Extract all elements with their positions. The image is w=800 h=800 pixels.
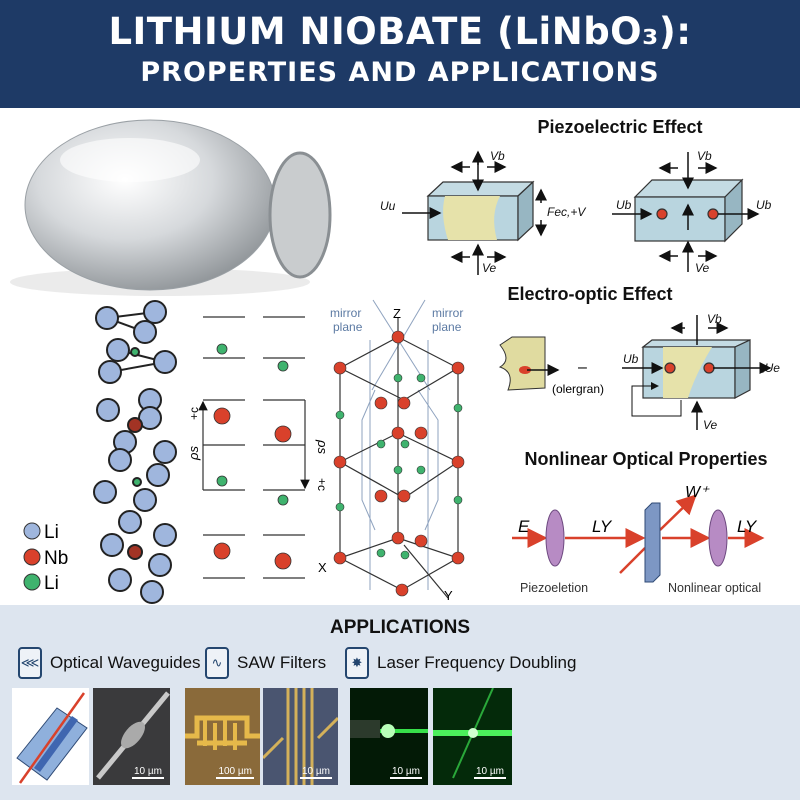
polarization-layer-diagram: +c ρs ρs +c	[186, 316, 330, 579]
piezo-title: Piezoelectric Effect	[537, 117, 702, 137]
nl-left-caption: Piezoeletion	[520, 581, 588, 595]
scale-bar: 100 µm	[216, 766, 254, 779]
piezo-ve-right: Ve	[695, 261, 710, 275]
piezo-vb-left: Vb	[490, 149, 505, 163]
waveguide-icon: ⋘	[18, 647, 42, 679]
ps-label-2: ρs	[315, 439, 330, 454]
scale-bar: 10 µm	[390, 766, 422, 779]
legend-li: Li	[44, 522, 59, 543]
nl-right-caption: Nonlinear optical	[668, 581, 761, 595]
axis-x-label: X	[318, 560, 327, 575]
title-line-2: PROPERTIES AND APPLICATIONS	[140, 57, 660, 88]
diagram-canvas: Li Nb Li +c ρs ρs +c	[10, 117, 780, 604]
saw-filter-image-2: 10 µm	[263, 688, 338, 785]
electro-vb: Vb	[707, 312, 722, 326]
piezo-force: Fec,+V	[547, 205, 586, 219]
axis-z-label: Z	[393, 306, 401, 321]
wave-icon: ∿	[205, 647, 229, 679]
laser-image-2: 10 µm	[433, 688, 512, 785]
app-laser-frequency-doubling: ✸ Laser Frequency Doubling	[345, 647, 576, 679]
atomic-chain	[93, 300, 177, 604]
plus-c-label-2: +c	[315, 478, 329, 491]
header-banner: LITHIUM NIOBATE (LiNbO₃): PROPERTIES AND…	[0, 0, 800, 108]
piezo-ub-right: Ub	[756, 198, 772, 212]
applications-panel: APPLICATIONS ⋘ Optical Waveguides ∿ SAW …	[0, 605, 800, 800]
piezo-vb-right: Vb	[697, 149, 712, 163]
piezo-uu: Uu	[380, 199, 396, 213]
scale-bar: 10 µm	[300, 766, 332, 779]
electro-optic-section: Electro-optic Effect (olergran) – Vb Ub …	[498, 284, 780, 432]
nonlinear-title: Nonlinear Optical Properties	[524, 449, 767, 469]
legend-nb: Nb	[44, 548, 68, 569]
laser-icon: ✸	[345, 647, 369, 679]
mirror-plane-label-right: mirror	[432, 306, 463, 320]
scale-bar: 10 µm	[132, 766, 164, 779]
plus-c-label: +c	[187, 407, 201, 420]
piezoelectric-section: Piezoelectric Effect Vb Uu Fec,+V Ve Vb …	[380, 117, 772, 275]
nl-ly-2: LY	[737, 517, 758, 536]
app-saw-filters: ∿ SAW Filters	[205, 647, 326, 679]
mirror-plane-label-left: mirror	[330, 306, 361, 320]
axis-y-label: Y	[444, 588, 453, 603]
waveguide-sem-image: 10 µm	[93, 688, 170, 785]
electro-dash: –	[578, 359, 587, 376]
app-label: Optical Waveguides	[50, 653, 201, 672]
mirror-plane-label-right-2: plane	[432, 320, 462, 334]
mirror-plane-label-left-2: plane	[333, 320, 363, 334]
piezo-ve-left: Ve	[482, 261, 497, 275]
nl-ly-1: LY	[592, 517, 613, 536]
app-optical-waveguides: ⋘ Optical Waveguides	[18, 647, 201, 679]
scale-bar: 10 µm	[474, 766, 506, 779]
electro-caption: (olergran)	[552, 382, 604, 396]
saw-filter-image-1: 100 µm	[185, 688, 260, 785]
title-line-1: LITHIUM NIOBATE (LiNbO₃):	[108, 10, 692, 53]
piezo-ub-left: Ub	[616, 198, 632, 212]
electro-ub: Ub	[623, 352, 639, 366]
applications-title: APPLICATIONS	[329, 617, 471, 638]
app-label: SAW Filters	[237, 653, 327, 672]
legend: Li Nb Li	[23, 522, 68, 594]
hexagonal-lattice: mirror plane mirror plane Z X Y	[318, 299, 465, 603]
nl-e: E	[518, 517, 530, 536]
electro-optic-title: Electro-optic Effect	[507, 284, 672, 304]
nonlinear-optics-section: Nonlinear Optical Properties E LY W⁺ LY …	[512, 449, 768, 595]
electro-ue: ₓUe	[759, 361, 780, 375]
app-label: Laser Frequency Doubling	[377, 653, 577, 672]
ps-label: ρs	[186, 446, 201, 461]
electro-ve: Ve	[703, 418, 718, 432]
waveguide-schematic-image	[12, 688, 89, 785]
laser-image-1: 10 µm	[350, 688, 428, 785]
nl-w: W⁺	[685, 484, 710, 501]
crystal-photo	[10, 119, 332, 296]
legend-li-2: Li	[44, 573, 59, 594]
